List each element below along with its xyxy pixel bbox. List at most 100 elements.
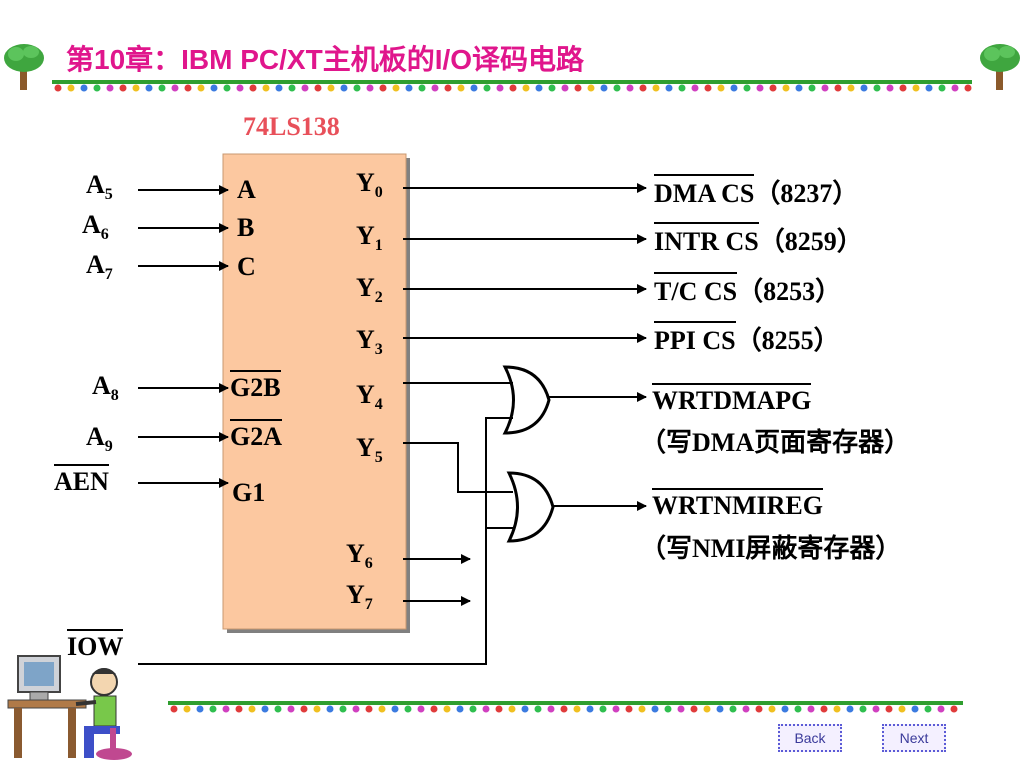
- vine-bead: [522, 84, 530, 92]
- vine-bead: [690, 705, 698, 713]
- vine-bead: [860, 84, 868, 92]
- pin-y2-label: Y2: [356, 273, 383, 306]
- vine-bead: [560, 705, 568, 713]
- tree-icon-right: [980, 44, 1020, 90]
- vine-bead: [924, 705, 932, 713]
- vine-bead: [820, 705, 828, 713]
- output-wrtdmapg: WRTDMAPG: [652, 383, 812, 414]
- vine-bead: [859, 705, 867, 713]
- vine-bead: [625, 705, 633, 713]
- output-wrtdmapg-note: （写DMA页面寄存器）: [640, 428, 911, 457]
- vine-bead: [691, 84, 699, 92]
- vine-bead: [327, 84, 335, 92]
- vine-bead: [196, 705, 204, 713]
- vine-bead: [470, 84, 478, 92]
- pin-a-label: A: [237, 175, 256, 204]
- person-at-computer-icon: [7, 655, 132, 760]
- vine-bead: [639, 84, 647, 92]
- vine-bead: [951, 84, 959, 92]
- pin-y3-label: Y3: [356, 325, 383, 358]
- vine-bead: [67, 84, 75, 92]
- vine-bead: [872, 705, 880, 713]
- vine-bead: [964, 84, 972, 92]
- vine-bead: [418, 84, 426, 92]
- vine-bead: [274, 705, 282, 713]
- vine-bead: [742, 705, 750, 713]
- vine-bead: [353, 84, 361, 92]
- vine-bead: [846, 705, 854, 713]
- output-wrtnmireg-note: （写NMI屏蔽寄存器）: [640, 534, 902, 563]
- output-wrtnmireg: WRTNMIREG: [652, 488, 823, 519]
- vine-bead: [392, 84, 400, 92]
- vine-bead: [573, 705, 581, 713]
- vine-bead: [613, 84, 621, 92]
- input-a8-label: A8: [92, 371, 119, 404]
- vine-bead: [678, 84, 686, 92]
- vine-bead: [743, 84, 751, 92]
- vine-bead: [898, 705, 906, 713]
- vine-bead: [795, 84, 803, 92]
- vine-bead: [482, 705, 490, 713]
- output-intr-cs: INTR CS（8259）: [654, 222, 863, 256]
- vine-bead: [275, 84, 283, 92]
- vine-bead: [197, 84, 205, 92]
- vine-bead: [730, 84, 738, 92]
- vine-bead: [794, 705, 802, 713]
- vine-bead: [171, 84, 179, 92]
- input-a7-label: A7: [86, 250, 113, 283]
- vine-bead: [729, 705, 737, 713]
- vine-bead: [378, 705, 386, 713]
- vine-bead: [457, 84, 465, 92]
- vine-bead: [912, 84, 920, 92]
- vine-bead: [132, 84, 140, 92]
- vine-bead: [899, 84, 907, 92]
- input-iow-label: IOW: [67, 629, 124, 660]
- page-title: 第10章：IBM PC/XT主机板的I/O译码电路: [66, 44, 585, 75]
- pin-y5-label: Y5: [356, 433, 383, 466]
- vine-bead: [704, 84, 712, 92]
- vine-bead: [755, 705, 763, 713]
- vine-bead: [600, 84, 608, 92]
- vine-bead: [106, 84, 114, 92]
- vine-bead: [833, 705, 841, 713]
- vine-bead: [158, 84, 166, 92]
- vine-bead: [652, 84, 660, 92]
- pin-y7-label: Y7: [346, 580, 373, 613]
- vine-bead: [782, 84, 790, 92]
- vine-bead: [885, 705, 893, 713]
- vine-bead: [561, 84, 569, 92]
- vine-bead: [807, 705, 815, 713]
- vine-bead: [808, 84, 816, 92]
- vine-bead: [508, 705, 516, 713]
- pin-y6-label: Y6: [346, 539, 373, 572]
- vine-bead: [483, 84, 491, 92]
- vine-bead: [626, 84, 634, 92]
- vine-bead: [288, 84, 296, 92]
- vine-bead: [664, 705, 672, 713]
- input-a5-label: A5: [86, 170, 113, 203]
- vine-bead: [938, 84, 946, 92]
- pin-g2b-label: G2B: [230, 370, 281, 401]
- vine-bead: [300, 705, 308, 713]
- vine-bead: [586, 705, 594, 713]
- vine-bottom: [168, 701, 963, 713]
- chip-name: 74LS138: [243, 112, 340, 141]
- vine-bead: [236, 84, 244, 92]
- vine-bead: [469, 705, 477, 713]
- vine-bead: [379, 84, 387, 92]
- vine-bead: [456, 705, 464, 713]
- vine-bead: [574, 84, 582, 92]
- vine-bead: [677, 705, 685, 713]
- back-button[interactable]: Back: [778, 724, 842, 752]
- vine-bead: [314, 84, 322, 92]
- vine-bead: [612, 705, 620, 713]
- vine-bead: [834, 84, 842, 92]
- input-a9-label: A9: [86, 422, 113, 455]
- vine-bead: [80, 84, 88, 92]
- vine-bead: [509, 84, 517, 92]
- vine-bead: [326, 705, 334, 713]
- next-button[interactable]: Next: [882, 724, 946, 752]
- vine-bead: [534, 705, 542, 713]
